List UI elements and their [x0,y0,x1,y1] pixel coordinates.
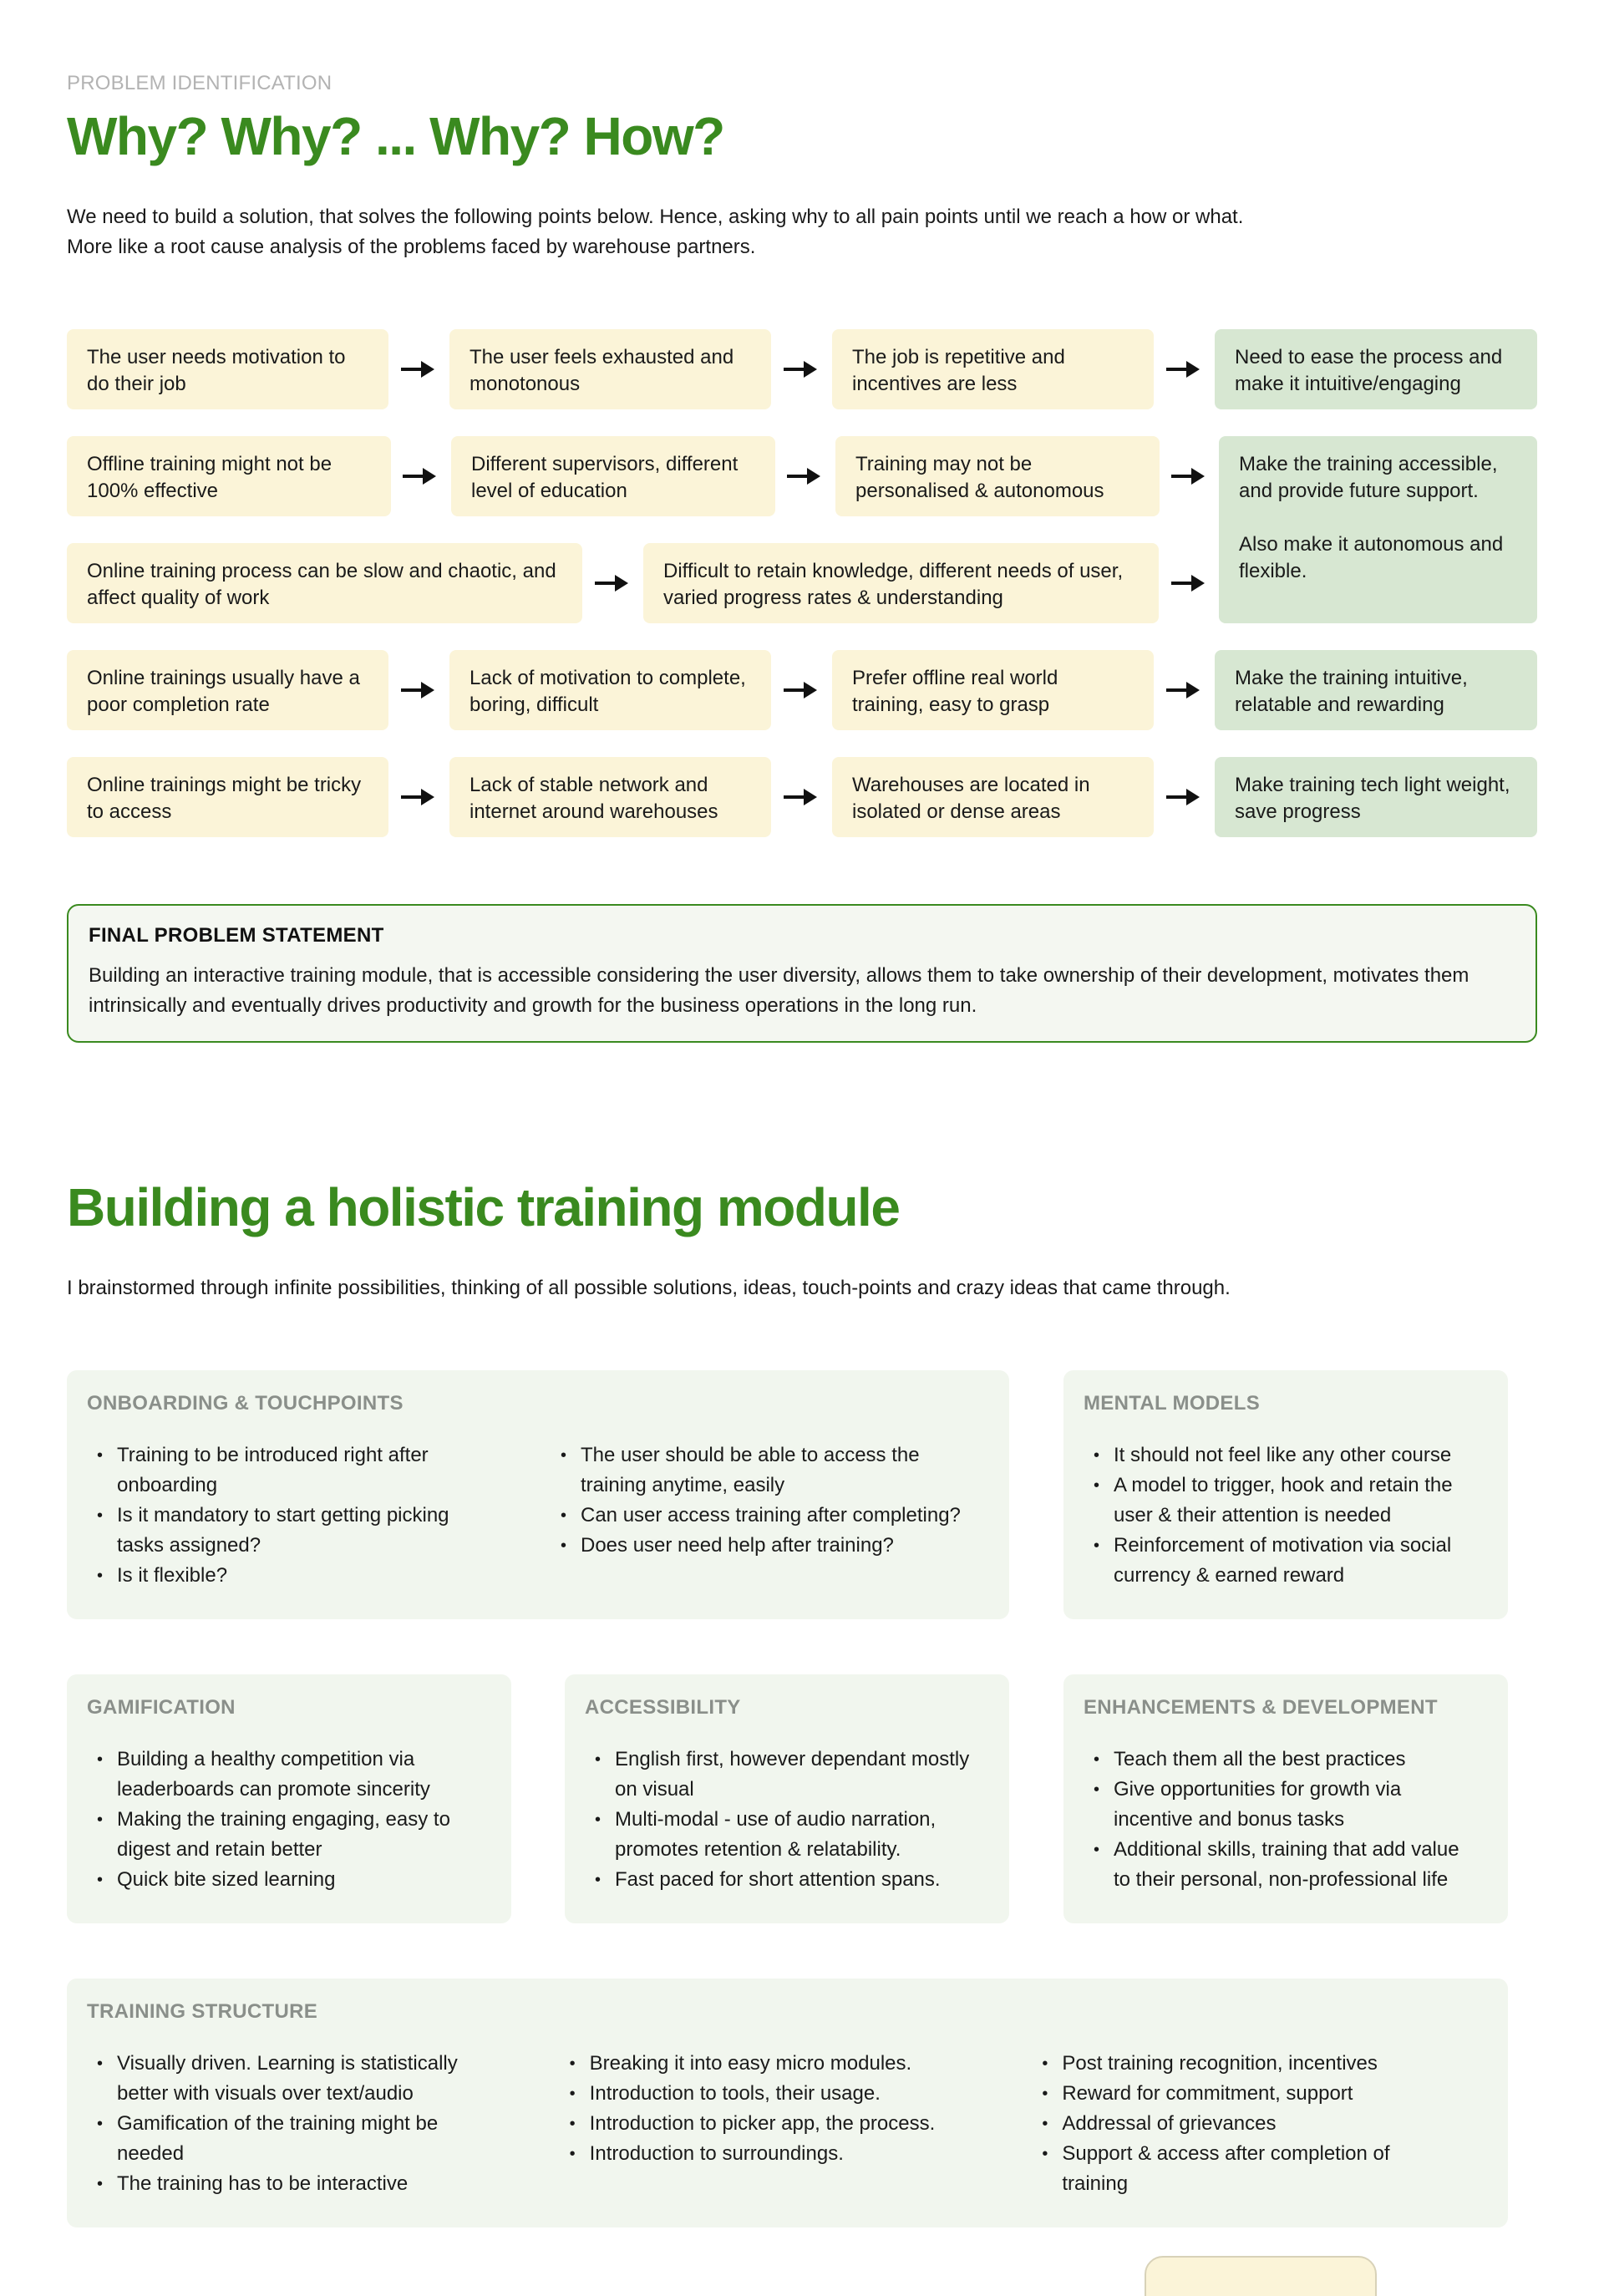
list-item: Gamification of the training might be ne… [87,2109,510,2169]
final-statement-text: Building an interactive training module,… [89,964,1469,1017]
list-item: Does user need help after training? [551,1531,964,1561]
card-enhancements: ENHANCEMENTS & DEVELOPMENT Teach them al… [1063,1674,1508,1923]
card-mental-models: MENTAL MODELS It should not feel like an… [1063,1370,1508,1619]
card-gamification: GAMIFICATION Building a healthy competit… [67,1674,511,1923]
section-eyebrow: PROBLEM IDENTIFICATION [67,72,332,94]
arrow-right-icon [399,680,436,700]
list-item: The user should be able to access the tr… [551,1440,964,1501]
bullet-list: Visually driven. Learning is statistical… [87,2049,560,2199]
list-item: Multi-modal - use of audio narration, pr… [585,1805,981,1865]
list-item: Visually driven. Learning is statistical… [87,2049,510,2109]
intro-line-1: We need to build a solution, that solves… [67,206,1244,228]
list-item: A model to trigger, hook and retain the … [1084,1471,1480,1531]
list-item: Reward for commitment, support [1032,2079,1454,2109]
card-title: GAMIFICATION [87,1696,236,1719]
list-item: Quick bite sized learning [87,1865,483,1895]
arrow-right-icon [1170,466,1206,486]
arrow-right-icon [401,466,438,486]
bullet-list: The user should be able to access the tr… [551,1440,989,1591]
intro-line-2: More like a root cause analysis of the p… [67,236,756,258]
card-title: ONBOARDING & TOUCHPOINTS [87,1392,404,1415]
arrow-right-icon [782,359,819,379]
problem-box: The user needs motivation to do their jo… [67,329,388,409]
card-onboarding: ONBOARDING & TOUCHPOINTS Training to be … [67,1370,1009,1619]
partial-yellow-box [1145,2256,1377,2296]
list-item: Breaking it into easy micro modules. [560,2049,982,2079]
arrow-right-icon [782,787,819,807]
bullet-list: Teach them all the best practices Give o… [1084,1745,1488,1895]
list-item: Give opportunities for growth via incent… [1084,1775,1480,1835]
list-item: Making the training engaging, easy to di… [87,1805,483,1865]
list-item: Post training recognition, incentives [1032,2049,1454,2079]
arrow-right-icon [399,787,436,807]
solution-text: Make the training accessible, and provid… [1239,453,1498,502]
arrow-right-icon [593,573,630,593]
cause-box: Lack of stable network and internet arou… [449,757,771,837]
problem-box: Online trainings usually have a poor com… [67,650,388,730]
card-title: ENHANCEMENTS & DEVELOPMENT [1084,1696,1438,1719]
list-item: It should not feel like any other course [1084,1440,1480,1471]
bullet-list: Post training recognition, incentives Re… [1032,2049,1488,2199]
card-title: TRAINING STRUCTURE [87,2000,318,2023]
cause-box: Difficult to retain knowledge, different… [643,543,1159,623]
list-item: Support & access after completion of tra… [1032,2139,1454,2199]
solution-box-merged: Make the training accessible, and provid… [1219,436,1537,623]
solution-box: Need to ease the process and make it int… [1215,329,1537,409]
final-statement-title: FINAL PROBLEM STATEMENT [89,924,384,947]
solution-text: Also make it autonomous and flexible. [1239,533,1504,582]
card-title: MENTAL MODELS [1084,1392,1261,1415]
problem-box: Online trainings might be tricky to acce… [67,757,388,837]
bullet-list: English first, however dependant mostly … [585,1745,989,1895]
bullet-list: Building a healthy competition via leade… [87,1745,491,1895]
list-item: Teach them all the best practices [1084,1745,1480,1775]
cause-box: The user feels exhausted and monotonous [449,329,771,409]
card-training-structure: TRAINING STRUCTURE Visually driven. Lear… [67,1979,1508,2227]
page-title: Why? Why? ... Why? How? [67,106,725,166]
final-problem-statement: FINAL PROBLEM STATEMENT Building an inte… [67,904,1537,1043]
solution-box: Make training tech light weight, save pr… [1215,757,1537,837]
section-title: Building a holistic training module [67,1177,901,1237]
card-accessibility: ACCESSIBILITY English first, however dep… [565,1674,1009,1923]
list-item: Introduction to tools, their usage. [560,2079,982,2109]
problem-box: Offline training might not be 100% effec… [67,436,391,516]
problem-box: Online training process can be slow and … [67,543,582,623]
list-item: Can user access training after completin… [551,1501,964,1531]
arrow-right-icon [785,466,822,486]
cause-box: Training may not be personalised & auton… [835,436,1160,516]
arrow-right-icon [1165,359,1201,379]
list-item: Additional skills, training that add val… [1084,1835,1480,1895]
card-title: ACCESSIBILITY [585,1696,741,1719]
list-item: English first, however dependant mostly … [585,1745,981,1805]
bullet-list: It should not feel like any other course… [1084,1440,1488,1591]
bullet-list: Breaking it into easy micro modules. Int… [560,2049,1033,2199]
list-item: Addressal of grievances [1032,2109,1454,2139]
solution-box: Make the training intuitive, relatable a… [1215,650,1537,730]
arrow-right-icon [782,680,819,700]
cause-box: Warehouses are located in isolated or de… [832,757,1154,837]
cause-box: The job is repetitive and incentives are… [832,329,1154,409]
list-item: Is it flexible? [87,1561,500,1591]
list-item: The training has to be interactive [87,2169,510,2199]
arrow-right-icon [1165,680,1201,700]
list-item: Introduction to surroundings. [560,2139,982,2169]
list-item: Is it mandatory to start getting picking… [87,1501,500,1561]
section-intro: I brainstormed through infinite possibil… [67,1277,1231,1299]
list-item: Fast paced for short attention spans. [585,1865,981,1895]
cause-box: Lack of motivation to complete, boring, … [449,650,771,730]
bullet-list: Training to be introduced right after on… [87,1440,551,1591]
list-item: Building a healthy competition via leade… [87,1745,483,1805]
list-item: Introduction to picker app, the process. [560,2109,982,2139]
arrow-right-icon [1165,787,1201,807]
arrow-right-icon [1170,573,1206,593]
list-item: Reinforcement of motivation via social c… [1084,1531,1480,1591]
cause-box: Different supervisors, different level o… [451,436,775,516]
list-item: Training to be introduced right after on… [87,1440,500,1501]
arrow-right-icon [399,359,436,379]
cause-box: Prefer offline real world training, easy… [832,650,1154,730]
